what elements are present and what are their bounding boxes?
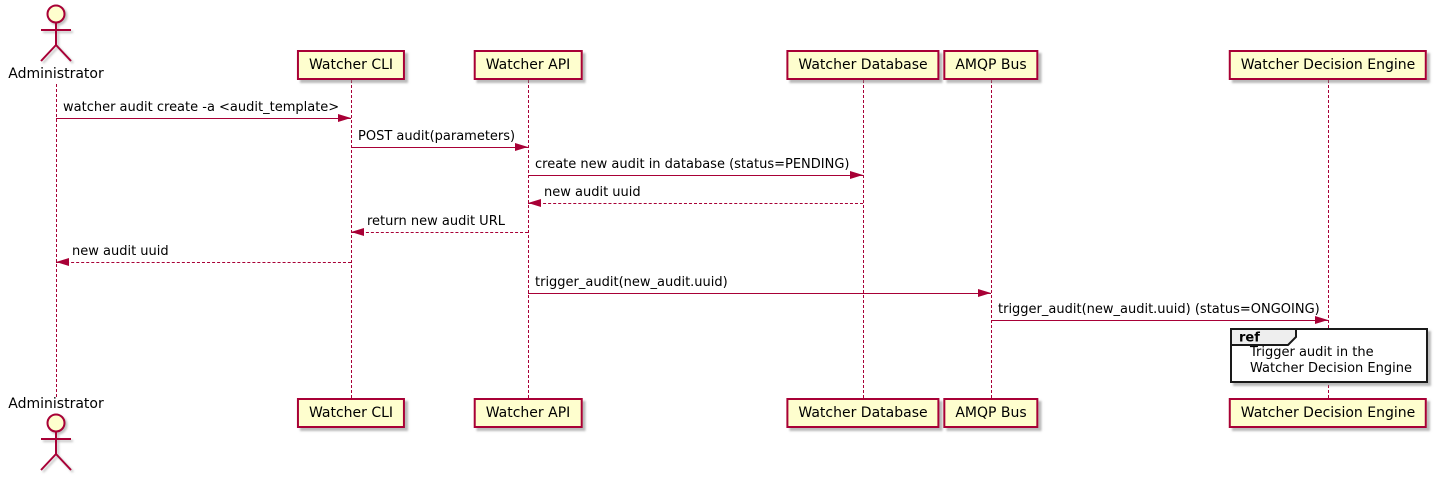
ref-text-line: Watcher Decision Engine <box>1250 361 1412 376</box>
participant-box-bottom-watcher-cli: Watcher CLI <box>296 398 406 428</box>
message-line <box>528 175 863 176</box>
message-label: return new audit URL <box>367 214 505 229</box>
actor-icon <box>40 4 72 62</box>
message-label: watcher audit create -a <audit_template> <box>63 100 340 115</box>
message-label: new audit uuid <box>544 185 641 200</box>
participant-box-top-watcher-database: Watcher Database <box>786 50 940 80</box>
message-arrowhead <box>515 143 528 151</box>
participant-box-top-watcher-decision-engine: Watcher Decision Engine <box>1228 50 1428 80</box>
actor-icon <box>40 413 72 471</box>
actor-label-bottom: Administrator <box>8 396 104 412</box>
message-label: new audit uuid <box>72 244 169 259</box>
message-line <box>351 232 528 233</box>
lifeline-amqp-bus <box>991 80 992 398</box>
participant-box-bottom-watcher-decision-engine: Watcher Decision Engine <box>1228 398 1428 428</box>
message-label: POST audit(parameters) <box>358 129 516 144</box>
ref-text-line: Trigger audit in the <box>1250 345 1374 360</box>
message-arrowhead <box>338 114 351 122</box>
ref-tab: ref <box>1230 328 1297 346</box>
lifeline-administrator <box>56 84 57 397</box>
message-line <box>56 262 351 263</box>
message-label: trigger_audit(new_audit.uuid) (status=ON… <box>998 302 1320 317</box>
participant-box-bottom-watcher-database: Watcher Database <box>786 398 940 428</box>
actor-figure-top <box>36 3 76 69</box>
lifeline-watcher-database <box>863 80 864 398</box>
message-line <box>528 293 991 294</box>
message-line <box>991 320 1328 321</box>
participant-box-bottom-watcher-api: Watcher API <box>473 398 583 428</box>
message-arrowhead <box>528 199 541 207</box>
actor-label-top: Administrator <box>8 66 104 82</box>
message-label: create new audit in database (status=PEN… <box>535 157 850 172</box>
lifeline-watcher-api <box>528 80 529 398</box>
participant-box-top-watcher-cli: Watcher CLI <box>296 50 406 80</box>
message-arrowhead <box>1315 316 1328 324</box>
message-arrowhead <box>850 171 863 179</box>
participant-box-top-watcher-api: Watcher API <box>473 50 583 80</box>
actor-figure-bottom <box>36 412 76 478</box>
message-line <box>528 203 863 204</box>
message-label: trigger_audit(new_audit.uuid) <box>535 275 728 290</box>
participant-box-top-amqp-bus: AMQP Bus <box>943 50 1039 80</box>
message-arrowhead <box>56 258 69 266</box>
lifeline-watcher-decision-engine <box>1328 80 1329 398</box>
message-line <box>351 147 528 148</box>
ref-keyword: ref <box>1239 331 1260 346</box>
message-line <box>56 118 351 119</box>
participant-box-bottom-amqp-bus: AMQP Bus <box>943 398 1039 428</box>
lifeline-watcher-cli <box>351 80 352 398</box>
message-arrowhead <box>978 289 991 297</box>
message-arrowhead <box>351 228 364 236</box>
